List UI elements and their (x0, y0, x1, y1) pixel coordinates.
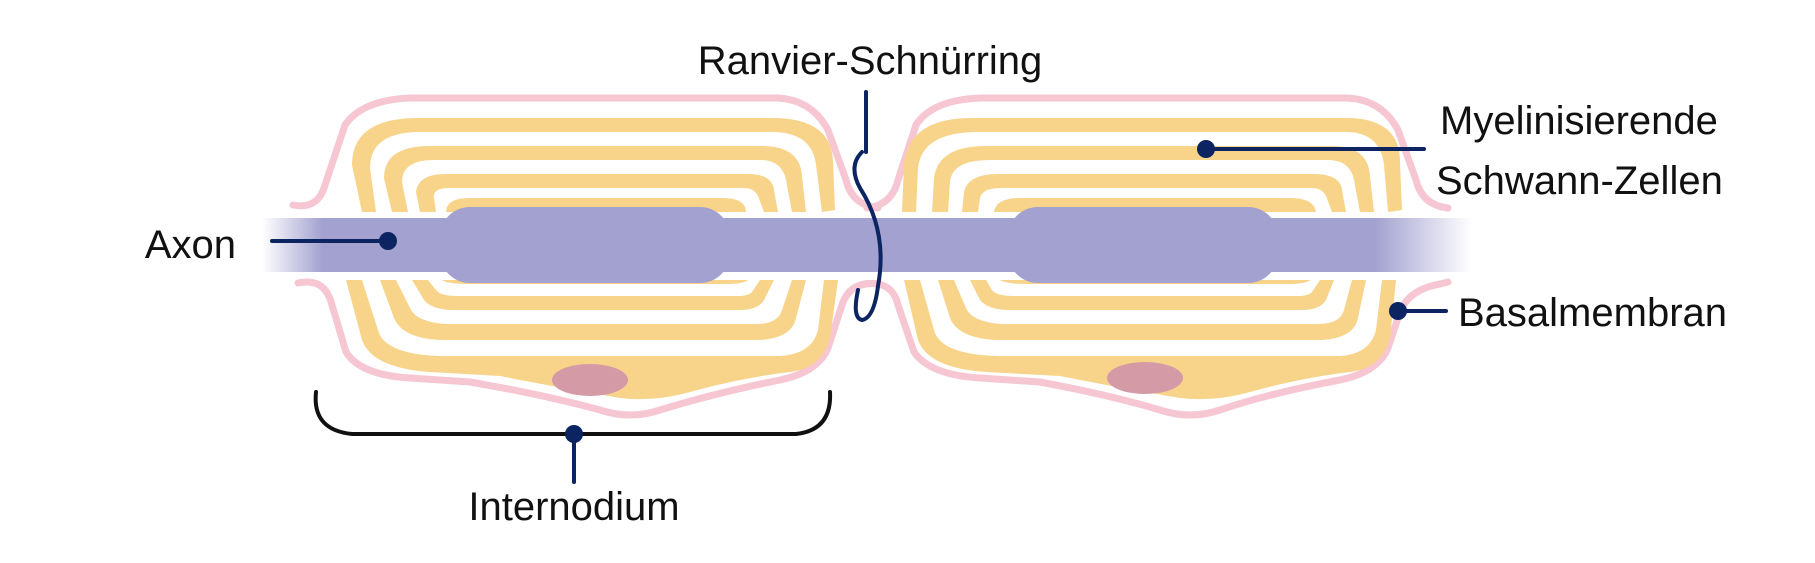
ranvier-label: Ranvier-Schnürring (698, 39, 1043, 83)
myelin-layer (380, 280, 806, 340)
schwann-label-line2: Schwann-Zellen (1436, 159, 1723, 203)
leader-dots (379, 140, 1407, 443)
basement-membrane-right-bottom (861, 278, 1452, 419)
myelin-layer (962, 174, 1346, 212)
membrane-dot (1389, 302, 1407, 320)
internode-label: Internodium (468, 485, 679, 529)
axon-label: Axon (145, 223, 236, 267)
leader-lines (270, 90, 1448, 484)
schwann-cell-right (861, 94, 1452, 419)
myelin-layer (416, 174, 778, 212)
schwann-dot (1197, 140, 1215, 158)
basement-membrane-left-bottom (294, 278, 884, 419)
internode-dot (565, 425, 583, 443)
axon-swelling-right (1008, 207, 1278, 283)
nucleus-left (552, 364, 628, 396)
axon (262, 207, 1472, 283)
schwann-label-line1: Myelinisierende (1440, 99, 1718, 143)
myelin-layer (904, 280, 1396, 400)
nucleus-right (1107, 362, 1183, 394)
myelin-layer (938, 280, 1366, 340)
myelin-layer (352, 118, 835, 212)
myelin-layer (970, 280, 1334, 310)
ranvier-ring (852, 150, 883, 323)
basement-membrane-left-top (289, 94, 882, 212)
axon-swelling-left (440, 207, 730, 283)
myelin-layer (384, 146, 806, 212)
basement-membrane-label: Basalmembran (1458, 291, 1727, 335)
basement-membrane-right-top (863, 94, 1452, 212)
myelin-layer (902, 118, 1402, 212)
myelin-layer (412, 280, 774, 310)
myelin-layer (932, 146, 1374, 212)
axon-dot (379, 232, 397, 250)
myelin-layer (346, 280, 838, 400)
